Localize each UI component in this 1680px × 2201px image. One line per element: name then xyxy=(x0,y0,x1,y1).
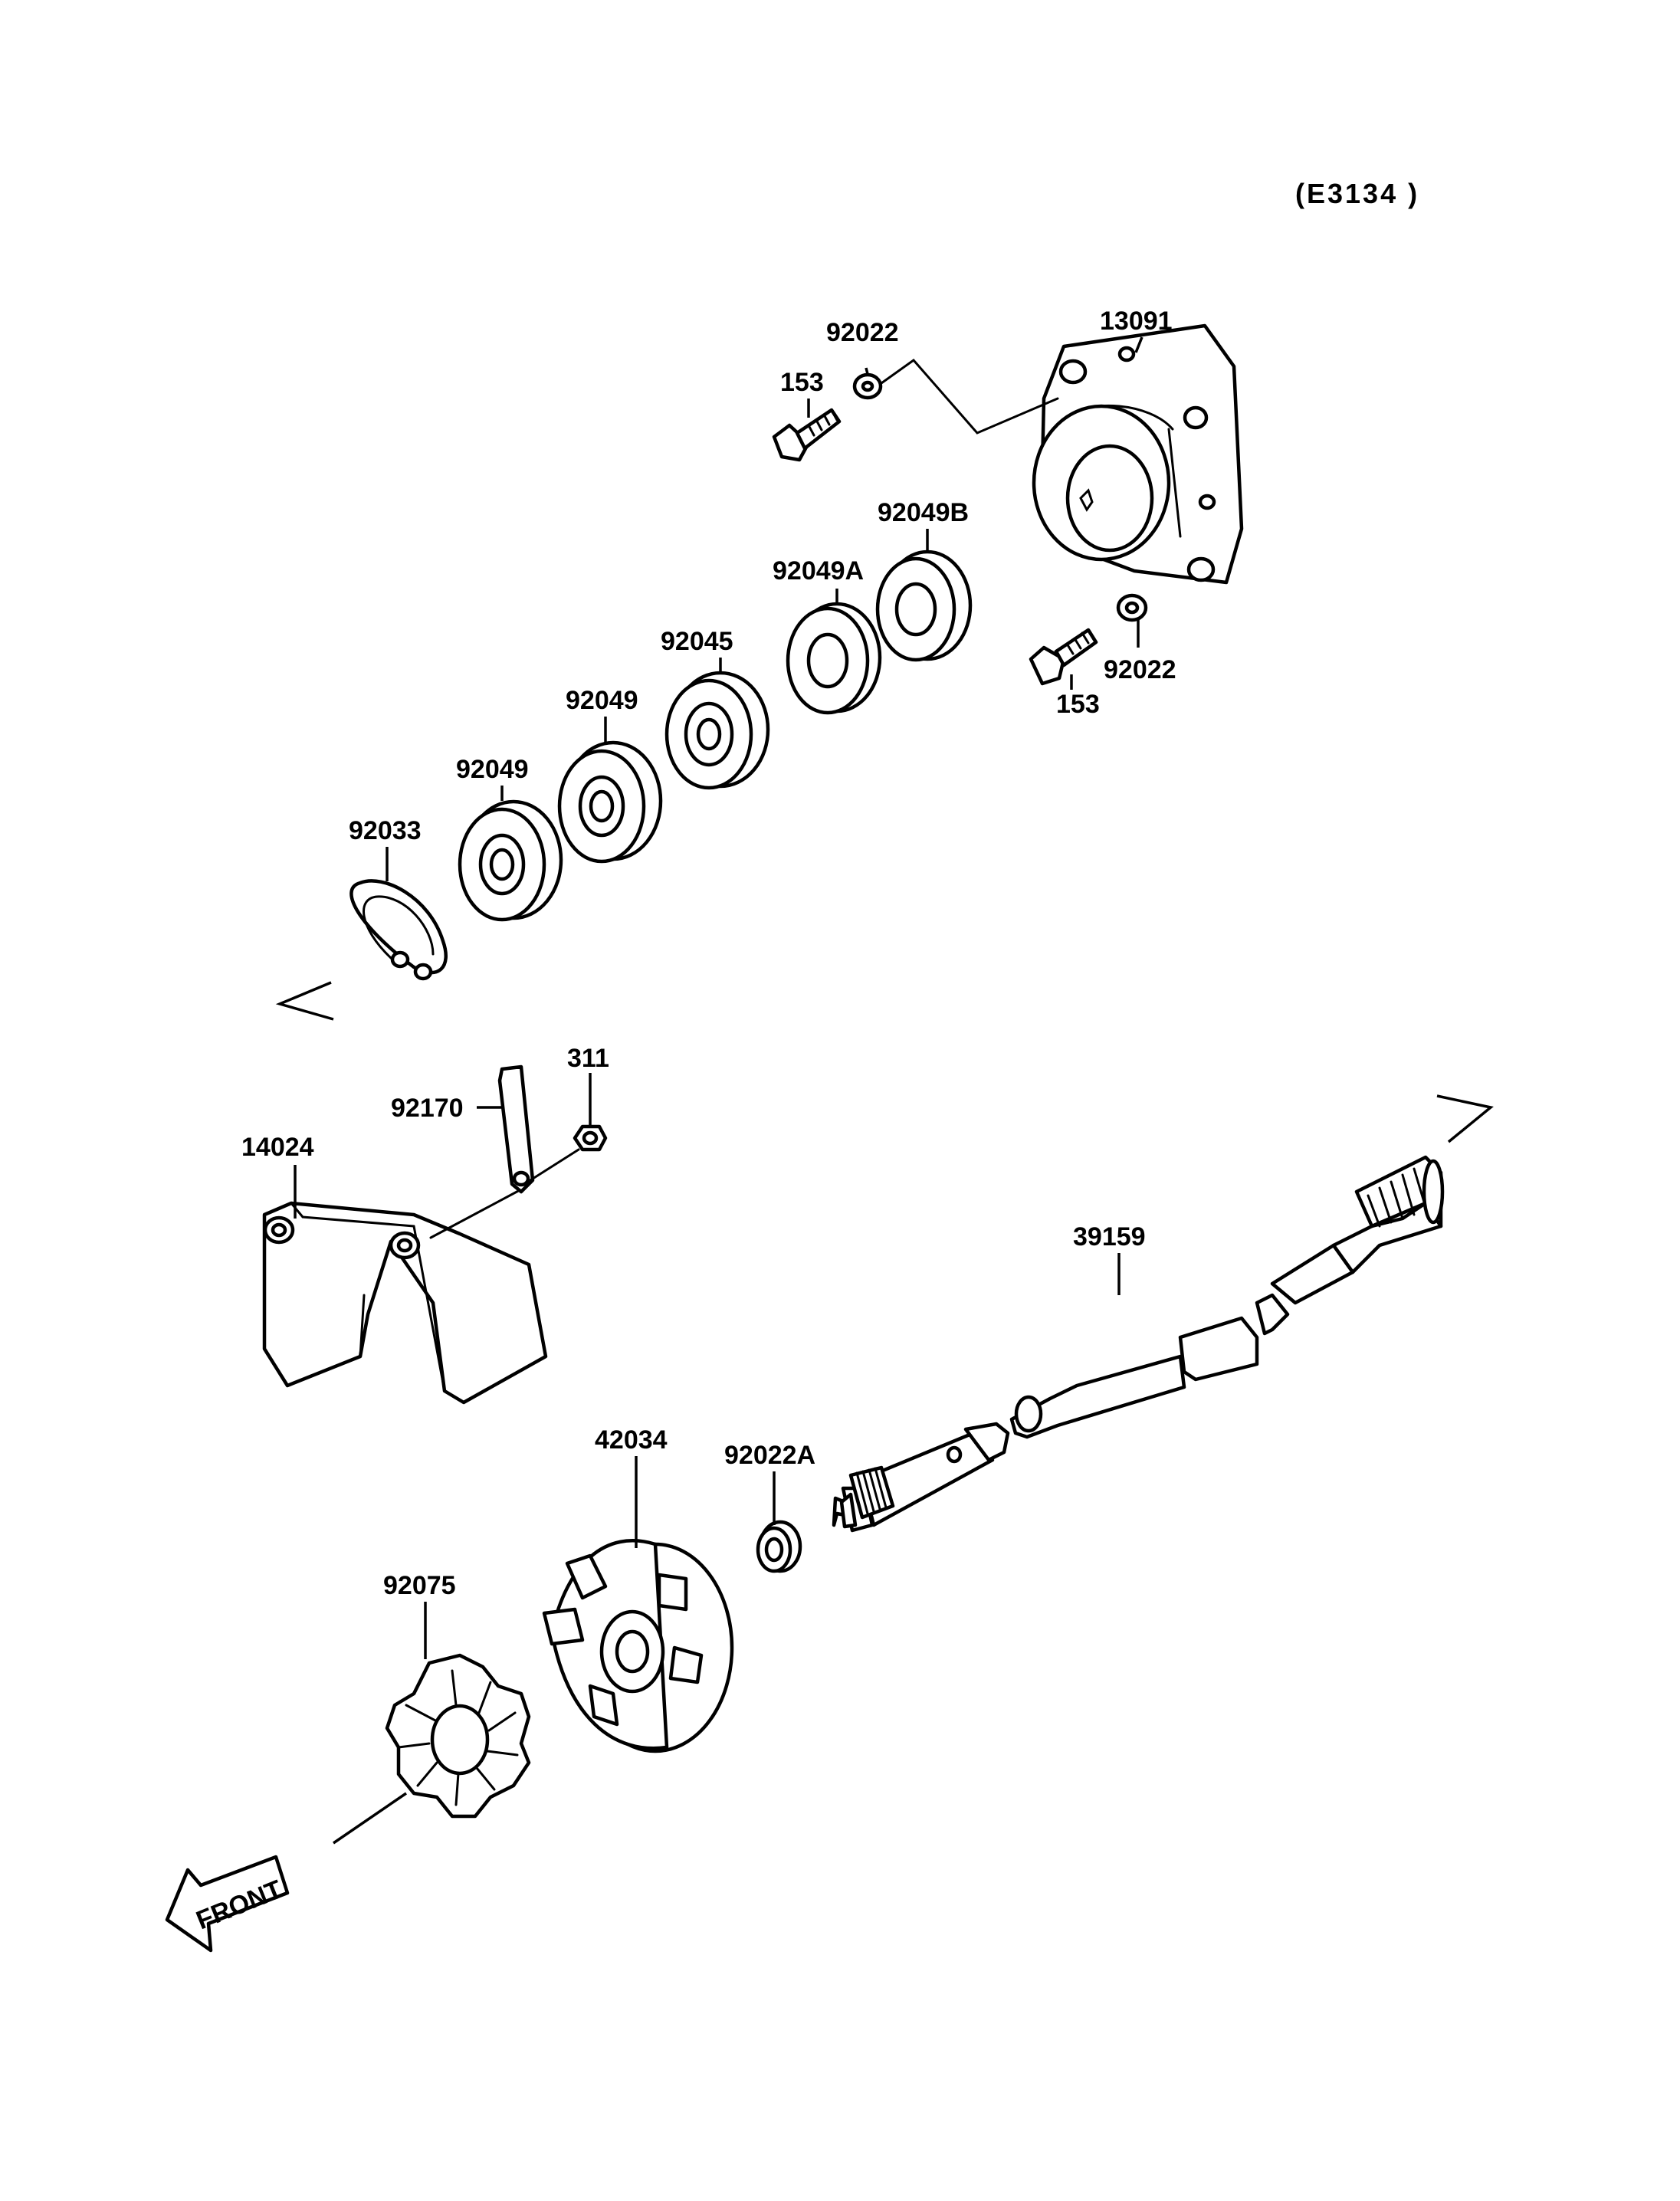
label-92049-second: 92049 xyxy=(566,686,638,715)
label-92170: 92170 xyxy=(391,1094,464,1123)
label-92075: 92075 xyxy=(383,1571,456,1600)
label-42034: 42034 xyxy=(595,1425,668,1455)
bolt-153-top xyxy=(772,408,842,462)
label-92049-first: 92049 xyxy=(456,755,529,784)
seal-92049-second xyxy=(557,740,663,864)
front-direction-arrow: FRONT xyxy=(165,1855,290,1953)
bearing-92045 xyxy=(664,671,770,790)
label-92045: 92045 xyxy=(661,627,733,656)
label-13091: 13091 xyxy=(1100,307,1173,336)
label-14024: 14024 xyxy=(241,1133,314,1162)
label-92022-bottom: 92022 xyxy=(1104,655,1176,684)
seal-92049A xyxy=(786,602,882,715)
label-153-bottom: 153 xyxy=(1056,690,1100,719)
washer-92022-top xyxy=(852,372,883,400)
label-92022-top: 92022 xyxy=(826,318,899,347)
seal-92049B xyxy=(875,549,973,662)
label-311: 311 xyxy=(567,1044,609,1073)
label-92049A: 92049A xyxy=(773,556,864,586)
coupling-42034 xyxy=(542,1539,734,1753)
nut-311 xyxy=(573,1124,608,1152)
label-92049B: 92049B xyxy=(878,498,969,527)
label-153-top: 153 xyxy=(780,368,824,397)
shaft-threaded-end xyxy=(848,1465,895,1520)
washer-92022-bottom xyxy=(1116,593,1148,622)
plate-92170 xyxy=(497,1064,535,1194)
label-92033: 92033 xyxy=(349,816,422,845)
washer-92022A xyxy=(756,1520,802,1573)
guard-14024 xyxy=(262,1201,548,1405)
bearing-housing-13091 xyxy=(1032,323,1244,585)
circlip-92033 xyxy=(349,879,448,981)
label-92022A: 92022A xyxy=(724,1441,815,1470)
drive-shaft-39159 xyxy=(832,1155,1445,1533)
seal-92049-first xyxy=(458,799,563,922)
label-39159: 39159 xyxy=(1073,1222,1146,1251)
bolt-153-bottom xyxy=(1029,628,1098,686)
diagram-code: (E3134 ) xyxy=(1295,178,1419,209)
damper-92075 xyxy=(385,1653,531,1819)
